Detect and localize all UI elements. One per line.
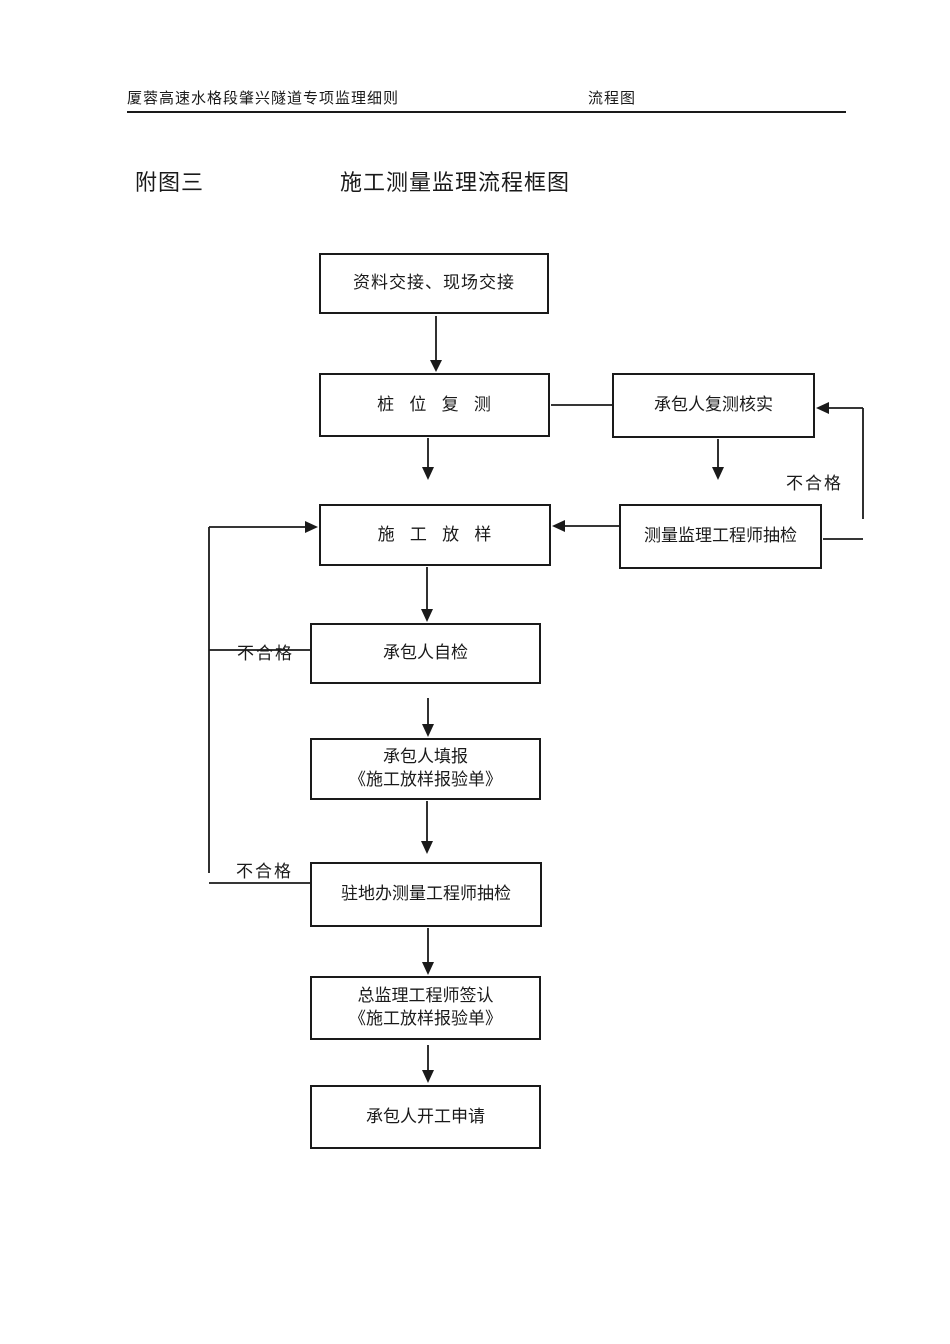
node-construction-setting-out: 施 工 放 样 — [319, 504, 551, 566]
header-rule — [127, 111, 846, 113]
node-commencement-application: 承包人开工申请 — [310, 1085, 541, 1149]
header-left-text: 厦蓉高速水格段肇兴隧道专项监理细则 — [127, 91, 400, 107]
node-label-line1: 总监理工程师签认 — [357, 986, 494, 1006]
node-data-handover: 资料交接、现场交接 — [319, 253, 549, 314]
edge-label-fail-lower: 不合格 — [236, 862, 293, 881]
node-label: 承包人复测核实 — [654, 395, 773, 415]
page-title: 施工测量监理流程框图 — [340, 170, 571, 195]
edge-label-fail-right: 不合格 — [786, 474, 843, 493]
edge-survey-spotcheck-to-setting-out — [552, 520, 619, 532]
node-label: 施 工 放 样 — [377, 524, 493, 544]
edge-selfcheck-to-report — [422, 698, 434, 737]
node-pile-resurvey: 桩 位 复 测 — [319, 373, 550, 437]
edge-fail-loop-left — [208, 521, 318, 884]
node-contractor-recheck-verify: 承包人复测核实 — [612, 373, 815, 438]
edge-label-fail-middle: 不合格 — [237, 644, 294, 663]
node-chief-supervisor-sign: 总监理工程师签认 《施工放样报验单》 — [310, 976, 541, 1040]
node-survey-supervisor-spotcheck: 测量监理工程师抽检 — [619, 504, 822, 569]
node-label: 测量监理工程师抽检 — [644, 526, 797, 546]
node-label: 承包人开工申请 — [366, 1106, 485, 1126]
edge-chief-sign-to-commencement — [422, 1045, 434, 1083]
edge-report-to-resident-spotcheck — [421, 801, 433, 854]
node-label: 桩 位 复 测 — [377, 394, 492, 414]
node-contractor-report-form: 承包人填报 《施工放样报验单》 — [310, 738, 541, 800]
edge-contractor-recheck-to-survey-spotcheck — [712, 439, 724, 480]
node-label: 资料交接、现场交接 — [353, 273, 515, 293]
node-label: 承包人自检 — [383, 643, 468, 663]
node-label-line2: 《施工放样报验单》 — [349, 1009, 502, 1028]
node-label: 驻地办测量工程师抽检 — [341, 884, 511, 904]
node-contractor-selfcheck: 承包人自检 — [310, 623, 541, 684]
edge-setting-out-to-selfcheck — [421, 567, 433, 622]
figure-label: 附图三 — [135, 170, 205, 195]
edge-resident-spotcheck-to-chief-sign — [422, 928, 434, 975]
node-label-line2: 《施工放样报验单》 — [349, 770, 502, 789]
header-right-text: 流程图 — [588, 91, 637, 107]
edge-pile-resurvey-to-setting-out — [422, 438, 434, 480]
node-label-line1: 承包人填报 — [383, 747, 468, 767]
edge-handover-to-pile-resurvey — [430, 316, 442, 372]
node-resident-office-spotcheck: 驻地办测量工程师抽检 — [310, 862, 542, 927]
